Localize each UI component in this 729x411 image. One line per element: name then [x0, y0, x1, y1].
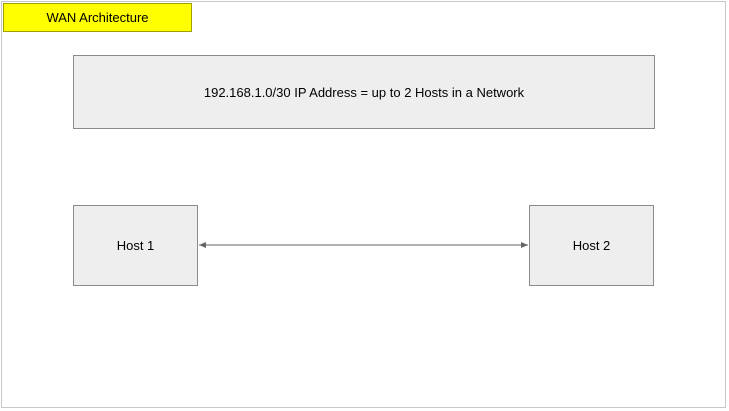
network-address-label: 192.168.1.0/30 IP Address = up to 2 Host… — [203, 84, 525, 100]
host-1-label: Host 1 — [116, 238, 155, 253]
network-address-box: 192.168.1.0/30 IP Address = up to 2 Host… — [73, 55, 655, 129]
diagram-title-text: WAN Architecture — [46, 10, 149, 25]
host-1-node: Host 1 — [73, 205, 198, 286]
diagram-title: WAN Architecture — [3, 3, 192, 32]
host-2-node: Host 2 — [529, 205, 654, 286]
host-2-label: Host 2 — [572, 238, 611, 253]
